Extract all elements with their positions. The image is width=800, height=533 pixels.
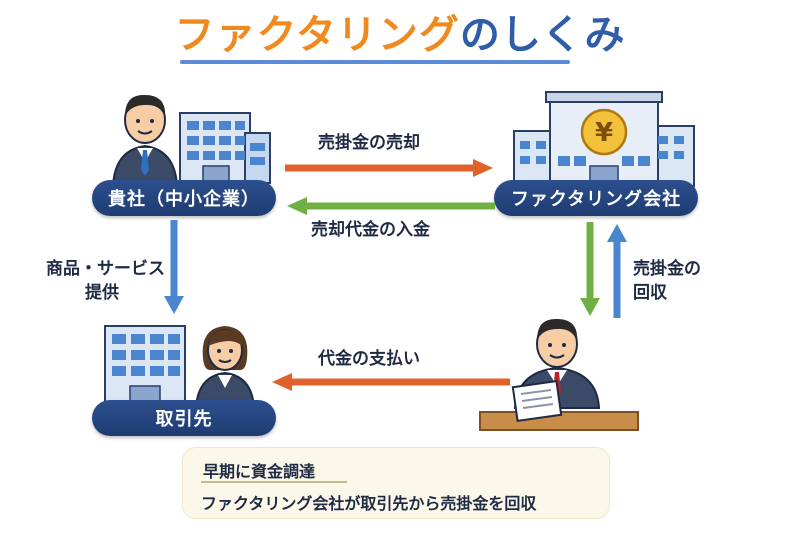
document-icon [511, 379, 563, 423]
yen-symbol: ¥ [595, 118, 613, 148]
businessman-icon [111, 94, 179, 187]
summary-card: 早期に資金調達 ファクタリング会社が取引先から売掛金を回収 [182, 447, 610, 519]
summary-heading: 早期に資金調達 [203, 462, 316, 481]
summary-heading-underline [201, 481, 347, 483]
arrow-factoring-down [580, 222, 600, 316]
title-part-mechanism: のしくみ [459, 12, 626, 58]
arrow-pay-price [272, 373, 510, 391]
node-client: 取引先 [92, 400, 276, 436]
node-factoring-company: ファクタリング会社 [494, 180, 698, 216]
label-collect-line1: 売掛金の [633, 259, 701, 279]
title-text: ファクタリングのしくみ [174, 10, 625, 60]
label-collect-line2: 回収 [633, 283, 667, 303]
arrow-goods-services [164, 220, 184, 314]
label-sell-receivable: 売掛金の売却 [318, 133, 420, 153]
node-company: 貴社（中小企業） [92, 180, 276, 216]
arrow-collect-receivable [607, 224, 627, 318]
summary-text: ファクタリング会社が取引先から売掛金を回収 [201, 494, 537, 513]
bank-building-icon: ¥ [513, 91, 695, 187]
office-building-icon [179, 112, 271, 184]
label-payment-in: 売却代金の入金 [311, 220, 430, 240]
label-pay-price: 代金の支払い [318, 349, 420, 369]
yen-coin-icon [580, 108, 628, 156]
title-part-factoring: ファクタリング [174, 12, 460, 58]
label-goods-line1: 商品・サービス [46, 259, 165, 279]
businesswoman-icon [194, 326, 256, 409]
collector-illustration [479, 318, 639, 431]
title-underline [180, 60, 570, 64]
client-illustration [104, 325, 256, 409]
arrow-sell-receivable [285, 159, 493, 177]
company-illustration [111, 94, 271, 187]
office-building-icon [104, 325, 186, 409]
page-title: ファクタリングのしくみ [0, 10, 800, 60]
arrow-payment-in [287, 197, 495, 215]
label-goods-line2: 提供 [85, 283, 119, 303]
factoring-illustration: ¥ [513, 91, 695, 187]
